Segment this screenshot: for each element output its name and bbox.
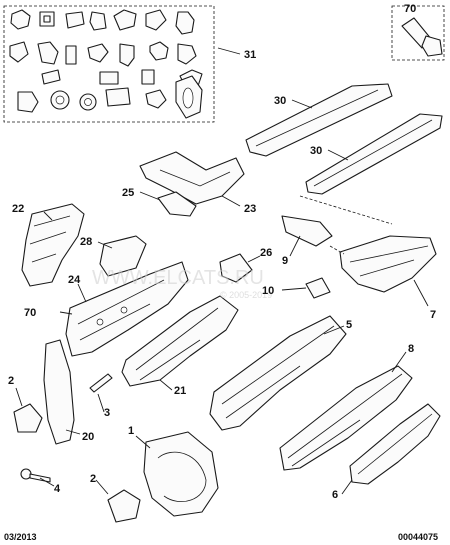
bracket-10[interactable]: [305, 277, 331, 299]
sill-rail-30-upper-rib: [255, 89, 379, 147]
clip-16: [105, 87, 131, 107]
callout-30-upper[interactable]: 30: [274, 95, 286, 107]
panel-22-ribs: [29, 215, 71, 263]
callout-1[interactable]: 1: [128, 425, 134, 437]
callout-70-mid[interactable]: 70: [24, 307, 36, 319]
stud-3[interactable]: [89, 373, 113, 393]
callout-6[interactable]: 6: [332, 489, 338, 501]
clip-6: [145, 9, 167, 31]
callout-5[interactable]: 5: [346, 319, 352, 331]
rear-bracket-9[interactable]: [281, 215, 333, 247]
clip-3: [65, 11, 85, 29]
grommet-3-hole: [84, 98, 92, 106]
clip-5: [113, 9, 137, 31]
clip-10: [65, 45, 77, 65]
side-member-6-rib: [357, 413, 433, 475]
side-member-21[interactable]: [121, 295, 239, 387]
callout-7[interactable]: 7: [430, 309, 436, 321]
clip-13: [99, 71, 119, 85]
callout-21[interactable]: 21: [174, 385, 186, 397]
push-pin-3: [149, 41, 169, 61]
watermark-text: WWW.ELCATS.RU: [92, 267, 264, 289]
clip-4: [89, 11, 107, 31]
clip-17: [145, 89, 167, 109]
bolt-head: [421, 35, 443, 57]
bolt-70-frame: [391, 5, 445, 61]
callout-31[interactable]: 31: [244, 49, 256, 61]
leader-lines: [15, 47, 429, 495]
clip-11: [177, 43, 197, 65]
callout-25[interactable]: 25: [122, 187, 134, 199]
side-member-24-hole-1: [96, 318, 104, 326]
side-member-24-ribs: [77, 279, 165, 341]
footer-code: 00044075: [398, 532, 438, 542]
cross-member-23-rib: [159, 169, 231, 187]
callout-28[interactable]: 28: [80, 236, 92, 248]
sill-rail-30-upper[interactable]: [245, 83, 393, 157]
side-member-8-ribs: [287, 373, 403, 467]
bracket-26[interactable]: [219, 253, 253, 283]
sill-rail-30-lower[interactable]: [305, 113, 443, 195]
side-member-24-hole-2: [120, 306, 128, 314]
callout-8[interactable]: 8: [408, 343, 414, 355]
callout-2-lower[interactable]: 2: [90, 473, 96, 485]
callout-70-top[interactable]: 70: [404, 3, 416, 15]
wheel-arch-1[interactable]: [143, 431, 219, 517]
side-member-21-ribs: [135, 307, 219, 381]
side-member-5-ribs: [221, 325, 335, 419]
clip-8: [9, 41, 29, 63]
bracket-2-upper[interactable]: [13, 403, 43, 433]
grommet-oval-hole: [182, 87, 194, 109]
side-member-8[interactable]: [279, 365, 413, 471]
push-pin-1: [87, 43, 109, 63]
grommet-2-hole: [55, 95, 65, 105]
clip-14: [141, 69, 155, 85]
clip-12: [41, 69, 61, 85]
bolt-70[interactable]: [391, 5, 445, 61]
fastener-kit-31[interactable]: [3, 5, 215, 123]
clip-7: [175, 11, 195, 35]
wheel-arch-1-contour: [157, 451, 207, 503]
bracket-28[interactable]: [99, 235, 147, 277]
bracket-2-lower[interactable]: [107, 489, 141, 523]
callout-23[interactable]: 23: [244, 203, 256, 215]
panel-22[interactable]: [21, 203, 85, 287]
rear-member-7[interactable]: [339, 235, 437, 293]
callout-3[interactable]: 3: [104, 407, 110, 419]
callout-4[interactable]: 4: [54, 483, 61, 495]
callout-26[interactable]: 26: [260, 247, 272, 259]
pillar-20[interactable]: [43, 339, 75, 445]
push-pin-2: [119, 43, 135, 67]
rear-member-7-ribs: [349, 245, 429, 277]
footer-date: 03/2013: [4, 532, 37, 542]
callout-10[interactable]: 10: [262, 285, 274, 297]
callout-30-lower[interactable]: 30: [310, 145, 322, 157]
cross-member-23[interactable]: [139, 151, 245, 205]
grommet-1: [17, 91, 39, 113]
watermark-copyright: © 2005-2019: [220, 290, 272, 300]
clip-9: [37, 41, 59, 65]
callout-24[interactable]: 24: [68, 274, 81, 286]
rear-guide-lines: [299, 195, 393, 255]
callout-22[interactable]: 22: [12, 203, 24, 215]
fastener-kit-frame: [3, 5, 215, 123]
sill-rail-30-lower-rib: [313, 119, 433, 187]
clip-2: [39, 11, 55, 27]
side-member-5[interactable]: [209, 315, 347, 431]
bracket-25[interactable]: [157, 191, 197, 217]
clip-1: [10, 9, 31, 30]
callout-9[interactable]: 9: [282, 255, 288, 267]
callout-2-upper[interactable]: 2: [8, 375, 14, 387]
callout-20[interactable]: 20: [82, 431, 94, 443]
